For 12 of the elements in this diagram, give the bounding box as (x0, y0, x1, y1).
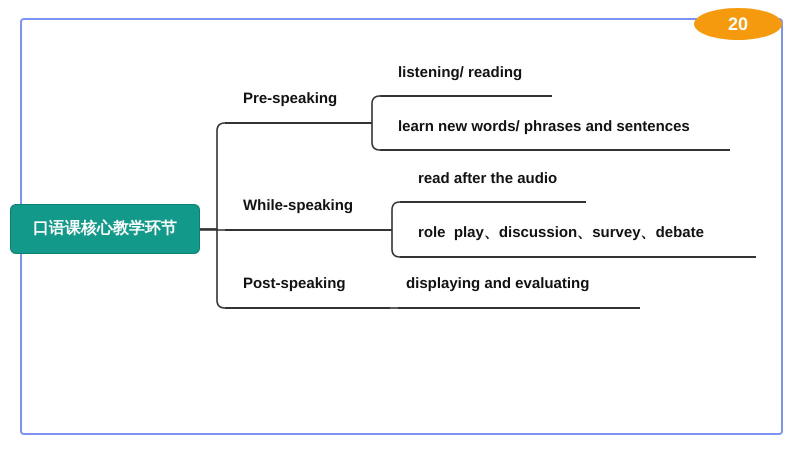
branch-topic: listening/ reading (380, 62, 552, 97)
branch-topic: role play、discussion、survey、debate (400, 222, 756, 258)
branch-topic: Pre-speaking (225, 88, 372, 124)
page-number: 20 (694, 8, 782, 40)
branch-topic: Post-speaking (225, 273, 390, 309)
branch-line (200, 229, 225, 231)
branch-topic: read after the audio (400, 168, 586, 203)
branch-topic: learn new words/ phrases and sentences (380, 116, 730, 151)
branch-line (390, 307, 398, 309)
root-topic-box: 口语课核心教学环节 (10, 204, 200, 254)
branch-topic: displaying and evaluating (398, 273, 640, 309)
branch-topic: While-speaking (225, 195, 392, 231)
